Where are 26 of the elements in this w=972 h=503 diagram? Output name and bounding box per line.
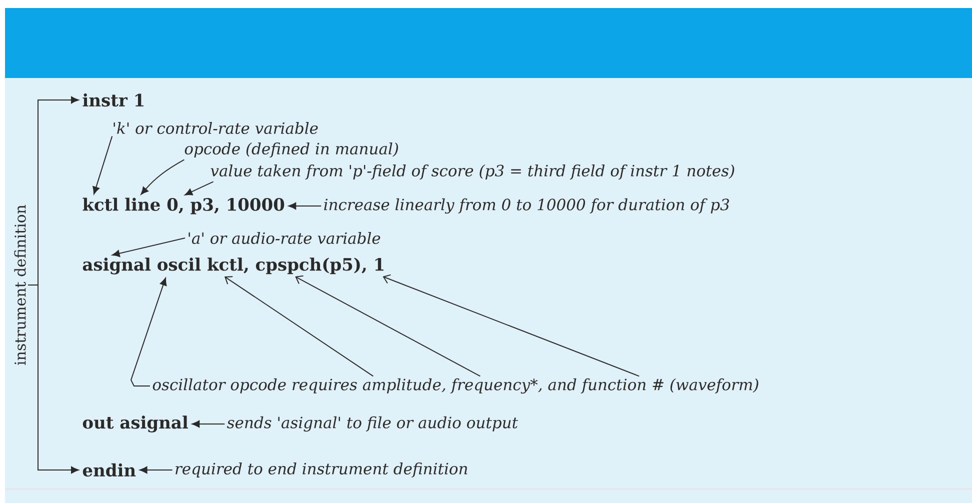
code-line: instr 1 (82, 93, 144, 107)
leader-arrow (112, 238, 186, 257)
leader-arrow (224, 276, 374, 377)
bracket-label: instrument definition (14, 204, 26, 365)
leader-arrow (295, 275, 481, 377)
annotation-text: increase linearly from 0 to 10000 for duration of p3 (324, 198, 729, 214)
arrow (192, 420, 226, 428)
code-line: kctl line 0, p3, 10000 (82, 198, 284, 214)
annotation-text: oscillator opcode requires amplitude, frequency*, and function # (waveform) (152, 378, 758, 394)
arrow (140, 466, 173, 474)
code-line: out asignal (82, 416, 188, 432)
leader-arrow (140, 159, 185, 195)
annotation-text: value taken from 'p'-field of score (p3 = third field of instr 1 notes) (210, 164, 734, 180)
code-line: asignal oscil kctl, cpspch(p5), 1 (82, 258, 384, 274)
leader-arrow (130, 278, 167, 386)
annotation-text: sends 'asignal' to file or audio output (227, 416, 518, 432)
leader-arrow (382, 274, 640, 377)
bracket-arrow (28, 284, 79, 474)
annotation-text: 'k' or control-rate variable (114, 122, 318, 134)
arrow (288, 202, 322, 210)
annotation-text: 'a' or audio-rate variable (188, 232, 380, 244)
annotation-text: required to end instrument definition (176, 462, 468, 478)
code-line: endin (82, 463, 136, 477)
leader-arrow (92, 136, 113, 194)
leader-arrow (184, 181, 214, 196)
annotation-text: opcode (defined in manual) (184, 142, 398, 158)
